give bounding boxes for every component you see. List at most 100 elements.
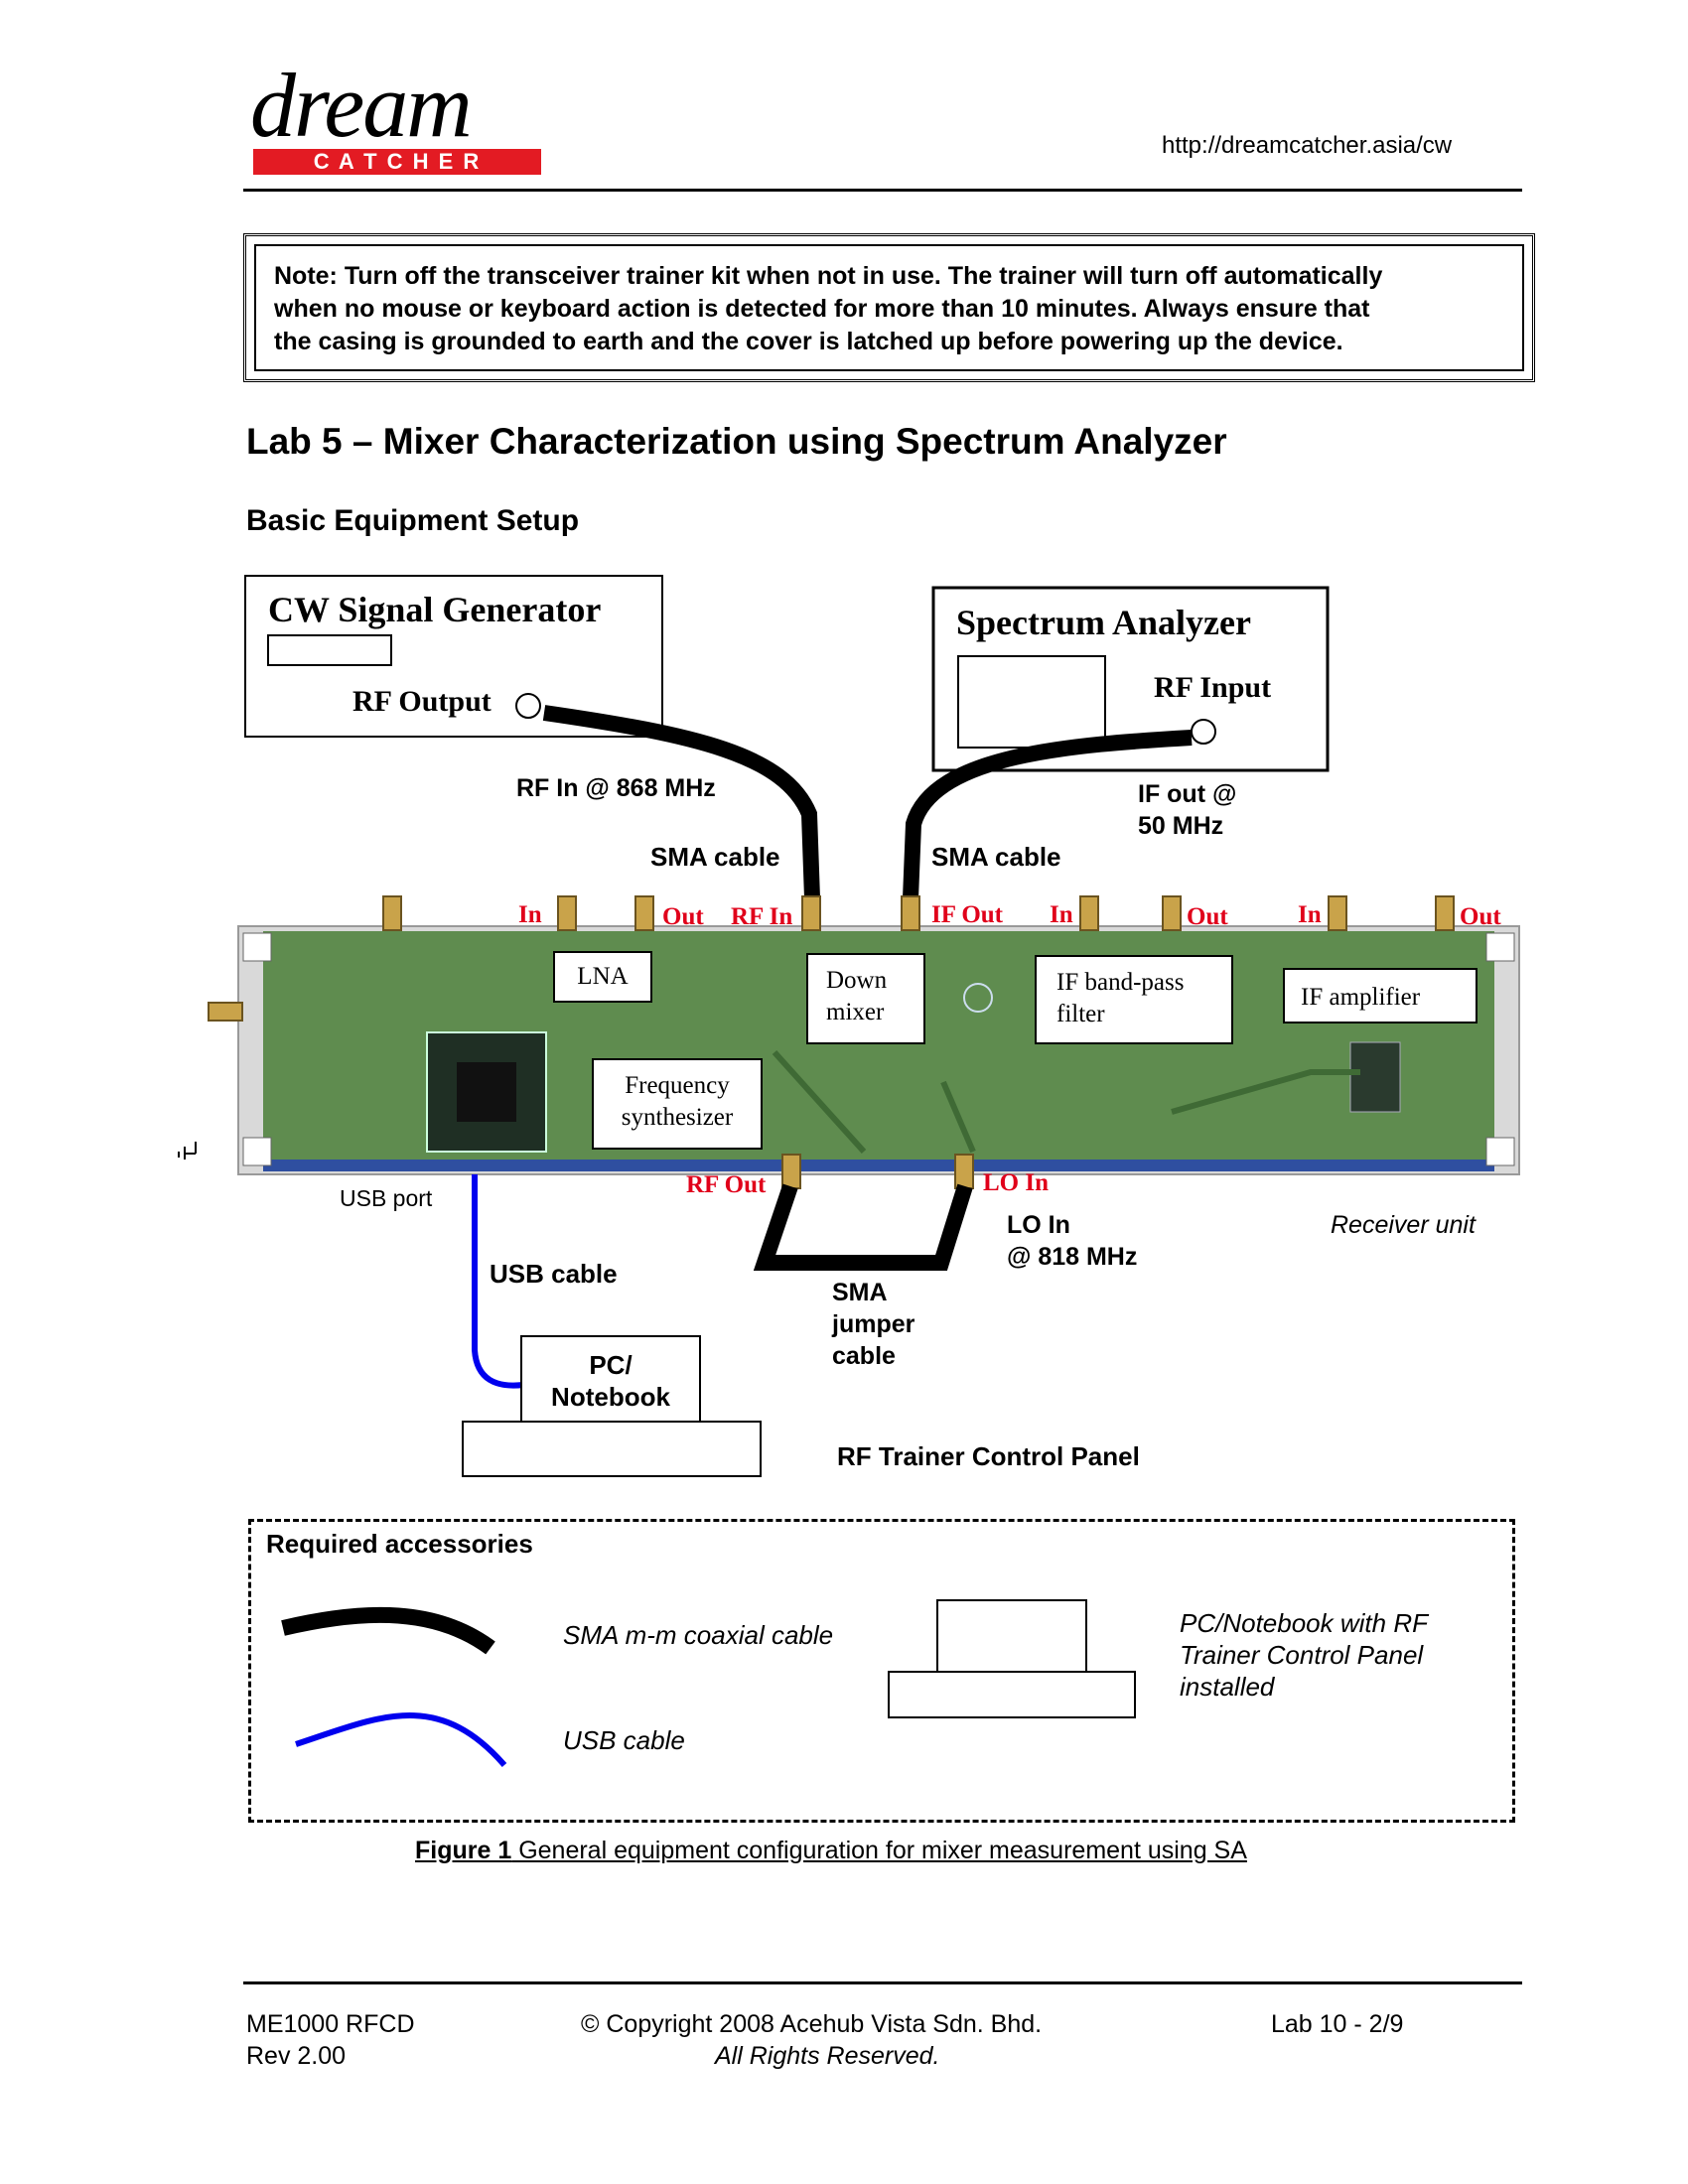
usb-cable-label: USB cable <box>490 1259 618 1289</box>
board-trace <box>1171 1069 1360 1115</box>
board-chip-core <box>457 1062 516 1122</box>
usb-port-label: USB port <box>340 1185 433 1211</box>
footer-page: Lab 10 - 2/9 <box>1271 2010 1404 2038</box>
note-line: Note: Turn off the transceiver trainer k… <box>274 262 1383 290</box>
if-bpf-label: IF band-pass <box>1056 969 1185 996</box>
logo-catcher: C A T C H E R <box>253 149 541 175</box>
board-bottom-strip <box>263 1160 1494 1171</box>
lo-in-freq-label: LO In <box>1007 1211 1070 1239</box>
footer-rev: Rev 2.00 <box>246 2042 347 2070</box>
accessory-pc-monitor <box>936 1599 1087 1673</box>
port-label: In <box>518 901 542 928</box>
footer-rights: All Rights Reserved. <box>715 2042 940 2070</box>
if-out-freq-label: IF out @ <box>1138 780 1237 808</box>
if-amp-module: IF amplifier <box>1283 968 1477 1024</box>
if-bpf-label-2: filter <box>1056 1001 1105 1027</box>
rf-output-label: RF Output <box>352 685 492 718</box>
ground-symbol <box>178 1142 197 1160</box>
port-label: In <box>1050 901 1073 928</box>
sma-jumper-label: SMA <box>832 1279 888 1306</box>
board-corner <box>242 932 272 962</box>
port-label: Out <box>1187 903 1228 930</box>
sma-connector <box>1079 895 1099 931</box>
note-line: when no mouse or keyboard action is dete… <box>274 295 1370 323</box>
cw-generator-display <box>267 634 392 666</box>
if-out-freq-label-2: 50 MHz <box>1138 812 1224 840</box>
freq-synth-label-2: synthesizer <box>621 1104 734 1131</box>
header-url[interactable]: http://dreamcatcher.asia/cw <box>1162 132 1453 159</box>
if-amp-label: IF amplifier <box>1301 984 1421 1011</box>
accessory-pc-base <box>888 1671 1136 1718</box>
pc-base <box>462 1421 762 1477</box>
sma-jumper-label-2: jumper <box>832 1310 915 1338</box>
usb-cable <box>472 1174 524 1389</box>
board-connector-right <box>1349 1041 1401 1113</box>
sma-cable-rf-in <box>542 705 820 899</box>
sma-connector <box>801 895 821 931</box>
board-corner <box>242 1137 272 1166</box>
lo-in-freq-label-2: @ 818 MHz <box>1007 1243 1138 1271</box>
accessory-pc-label-2: Trainer Control Panel <box>1180 1640 1424 1670</box>
freq-synth-module: Frequency synthesizer <box>592 1058 763 1150</box>
sma-cable-right-label: SMA cable <box>931 842 1061 872</box>
sma-connector <box>781 1154 801 1189</box>
page-title: Lab 5 – Mixer Characterization using Spe… <box>246 421 1227 462</box>
section-subtitle: Basic Equipment Setup <box>246 504 580 537</box>
figure-caption: Figure 1 General equipment configuration… <box>415 1837 1247 1865</box>
accessories-heading: Required accessories <box>266 1529 533 1559</box>
freq-synth-label: Frequency <box>625 1072 730 1099</box>
board-corner <box>1485 1137 1515 1166</box>
note-line: the casing is grounded to earth and the … <box>274 328 1343 355</box>
receiver-unit-label: Receiver unit <box>1331 1211 1476 1239</box>
pc-monitor <box>520 1335 701 1423</box>
board-trace <box>772 1049 867 1155</box>
accessory-item: USB cable <box>563 1725 685 1755</box>
accessory-item: SMA m-m coaxial cable <box>563 1620 834 1650</box>
port-label: IF Out <box>931 901 1003 928</box>
sma-connector <box>1435 895 1455 931</box>
note-box: Note: Turn off the transceiver trainer k… <box>243 233 1535 382</box>
footer-rule <box>243 1981 1522 1984</box>
sma-jumper-label-3: cable <box>832 1342 896 1370</box>
control-panel-label: RF Trainer Control Panel <box>837 1441 1140 1471</box>
rf-out-port-label: RF Out <box>686 1171 767 1198</box>
pc-label: PC/ <box>589 1350 633 1380</box>
cw-generator-title: CW Signal Generator <box>268 590 602 629</box>
pc-label-2: Notebook <box>551 1382 670 1412</box>
accessories-box <box>248 1519 1515 1823</box>
accessory-pc-label-3: installed <box>1180 1672 1275 1702</box>
down-mixer-label-2: mixer <box>826 999 885 1025</box>
port-label: In <box>1298 901 1322 928</box>
port-label: Out <box>662 903 704 930</box>
lo-in-port-label: LO In <box>983 1169 1050 1196</box>
rf-in-freq-label: RF In @ 868 MHz <box>516 774 716 802</box>
down-mixer-module: Down mixer <box>806 953 925 1044</box>
board-trace <box>940 1080 976 1154</box>
accessory-sma-cable-icon <box>281 1606 495 1655</box>
lna-module: LNA <box>553 951 652 1003</box>
sma-connector <box>1162 895 1182 931</box>
sma-cable-if-out <box>903 730 1193 899</box>
header-rule <box>243 189 1522 192</box>
sma-connector <box>557 895 577 931</box>
rf-input-label: RF Input <box>1154 671 1272 704</box>
figure-caption-label: Figure 1 <box>415 1837 512 1864</box>
board-corner <box>1485 932 1515 962</box>
port-label: RF In <box>731 903 793 930</box>
rf-output-connector <box>515 693 541 719</box>
rf-input-connector <box>1191 719 1216 745</box>
footer-copyright: © Copyright 2008 Acehub Vista Sdn. Bhd. <box>581 2010 1043 2038</box>
accessory-pc-label: PC/Notebook with RF <box>1180 1608 1428 1638</box>
down-mixer-label: Down <box>826 967 888 994</box>
sma-connector <box>382 895 402 931</box>
sma-connector <box>634 895 654 931</box>
footer-course: ME1000 RFCD <box>246 2010 415 2038</box>
port-label: Out <box>1460 903 1501 930</box>
sma-connector <box>1328 895 1347 931</box>
sma-connector <box>901 895 920 931</box>
board-mixer-symbol <box>963 983 993 1013</box>
spectrum-analyzer-screen <box>957 655 1106 749</box>
logo-dream: dream <box>250 55 473 156</box>
if-bpf-module: IF band-pass filter <box>1035 955 1233 1044</box>
